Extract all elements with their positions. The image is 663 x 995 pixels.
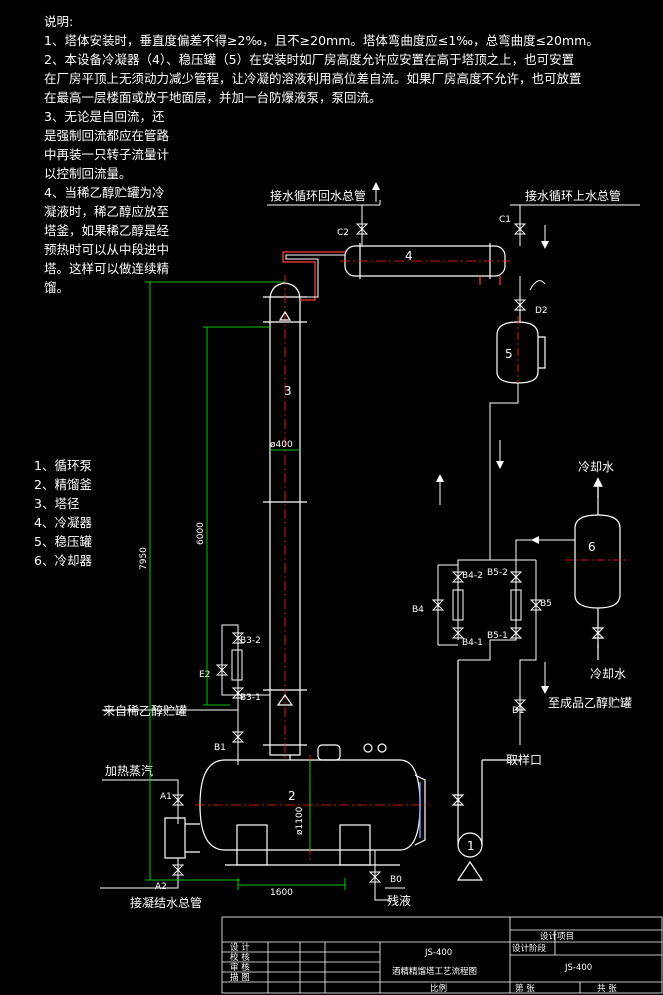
valve-b4-label: B4 <box>412 605 424 615</box>
valve-d2-label: D2 <box>535 306 548 316</box>
note-line: 是强制回流都应在管路 <box>44 128 170 143</box>
feed-from-dilute-tank-label: 来自稀乙醇贮罐 <box>103 703 187 718</box>
note-line: 预热时可以从中段进中 <box>44 242 170 257</box>
tb-title: 酒精精馏塔工艺流程图 <box>392 966 477 977</box>
notes-heading: 说明: <box>44 14 74 29</box>
valve-b31-label: B3-1 <box>240 693 261 703</box>
height-7950-label: 7950 <box>139 547 149 570</box>
tb-scale: 比例 <box>430 983 447 994</box>
vapor-pipe <box>282 251 345 301</box>
tb-design-stage: 设计阶段 <box>512 943 547 954</box>
valve-c2-label: C2 <box>337 228 349 238</box>
valve-d1-label: D1 <box>512 706 525 716</box>
tb-draw: 描 图 <box>230 972 250 983</box>
label-5: 5 <box>505 347 513 361</box>
cooler <box>565 477 630 660</box>
to-product-tank-label: 至成品乙醇贮罐 <box>548 695 632 710</box>
tb-code2: JS-400 <box>564 963 592 973</box>
tb-review: 审 核 <box>230 962 250 973</box>
cooling-water-bottom-label: 冷却水 <box>590 667 626 681</box>
sample-port-label: 取样口 <box>506 752 542 767</box>
valve-b52-label: B5-2 <box>487 568 508 578</box>
tb-design: 设 计 <box>230 942 250 953</box>
reboiler <box>164 743 430 866</box>
tb-check: 校 核 <box>230 952 250 963</box>
legend-item: 2、精馏釜 <box>34 477 92 492</box>
note-line: 2、本设备冷凝器（4）、稳压罐（5）在安装时如厂房高度允许应安置在高于塔顶之上，… <box>44 52 575 67</box>
title-block <box>221 916 663 994</box>
heating-steam-label: 加热蒸汽 <box>105 763 153 778</box>
note-line: 塔。这样可以做连续精 <box>44 261 170 276</box>
label-2: 2 <box>288 789 296 803</box>
note-line: 以控制回流量。 <box>44 166 132 181</box>
label-6: 6 <box>588 540 596 554</box>
valve-e2-label: E2 <box>199 670 210 680</box>
circulation-pump <box>451 660 520 881</box>
valve-b5-label: B5 <box>540 599 552 609</box>
note-line: 1、塔体安装时，垂直度偏差不得≥2‰，且不≥20mm。塔体弯曲度应≤1‰，总弯曲… <box>44 33 599 48</box>
note-line: 凝液时，稀乙醇应放至 <box>44 204 170 219</box>
note-line: 中再装一只转子流量计 <box>44 147 170 162</box>
cooling-water-top-label: 冷却水 <box>578 460 614 474</box>
valve-a1-label: A1 <box>160 792 172 802</box>
valve-b0-label: B0 <box>390 875 402 885</box>
legend-item: 6、冷却器 <box>34 553 92 568</box>
tb-total: 共 张 <box>597 984 617 994</box>
note-line: 在最高一层楼面或放于地面层，并加一台防爆液泵，泵回流。 <box>44 90 382 105</box>
note-line: 馏。 <box>44 280 70 295</box>
tb-sheet: 第 张 <box>515 983 535 994</box>
note-line: 4、当稀乙醇贮罐为冷 <box>44 185 165 200</box>
label-4: 4 <box>405 249 413 263</box>
valve-b42-label: B4-2 <box>462 571 483 581</box>
valve-c1-label: C1 <box>499 215 511 225</box>
buffer-tank <box>496 316 546 390</box>
legend-item: 4、冷凝器 <box>34 515 92 530</box>
condenser <box>340 243 510 279</box>
condensate-main-label: 接凝结水总管 <box>130 895 202 910</box>
note-line: 3、无论是自回流，还 <box>44 109 165 124</box>
valve-b1-label: B1 <box>214 743 226 753</box>
note-line: 塔釜，如果稀乙醇是经 <box>44 223 170 238</box>
supply-water-main-label: 接水循环上水总管 <box>525 188 621 203</box>
valve-b32-label: B3-2 <box>240 636 261 646</box>
equipment-legend: 1、循环泵 2、精馏釜 3、塔径 4、冷凝器 5、稳压罐 6、冷却器 <box>34 456 92 570</box>
legend-item: 5、稳压罐 <box>34 534 92 549</box>
tb-design-item: 设计项目 <box>540 931 574 942</box>
legend-item: 3、塔径 <box>34 496 80 511</box>
design-notes: 说明: 1、塔体安装时，垂直度偏差不得≥2‰，且不≥20mm。塔体弯曲度应≤1‰… <box>44 12 644 297</box>
legend-item: 1、循环泵 <box>34 458 92 473</box>
height-6000-label: 6000 <box>196 522 206 545</box>
width-1600-label: 1600 <box>270 888 293 898</box>
residue-label: 残液 <box>387 893 411 908</box>
valve-b41-label: B4-1 <box>462 638 483 648</box>
distillation-column <box>263 275 307 760</box>
label-1: 1 <box>467 839 475 853</box>
return-water-main-label: 接水循环回水总管 <box>270 188 366 203</box>
valve-b51-label: B5-1 <box>487 631 508 641</box>
dia1100-label: ø1100 <box>295 806 305 835</box>
dimension-lines <box>145 281 346 890</box>
label-3: 3 <box>284 384 292 398</box>
note-line: 在厂房平顶上无须动力减少管程，让冷凝的溶液利用高位差自流。如果厂房高度不允许，也… <box>44 71 582 86</box>
valve-a2-label: A2 <box>155 882 167 892</box>
dia400-label: ø400 <box>270 440 293 450</box>
tb-code: JS-400 <box>424 948 452 958</box>
